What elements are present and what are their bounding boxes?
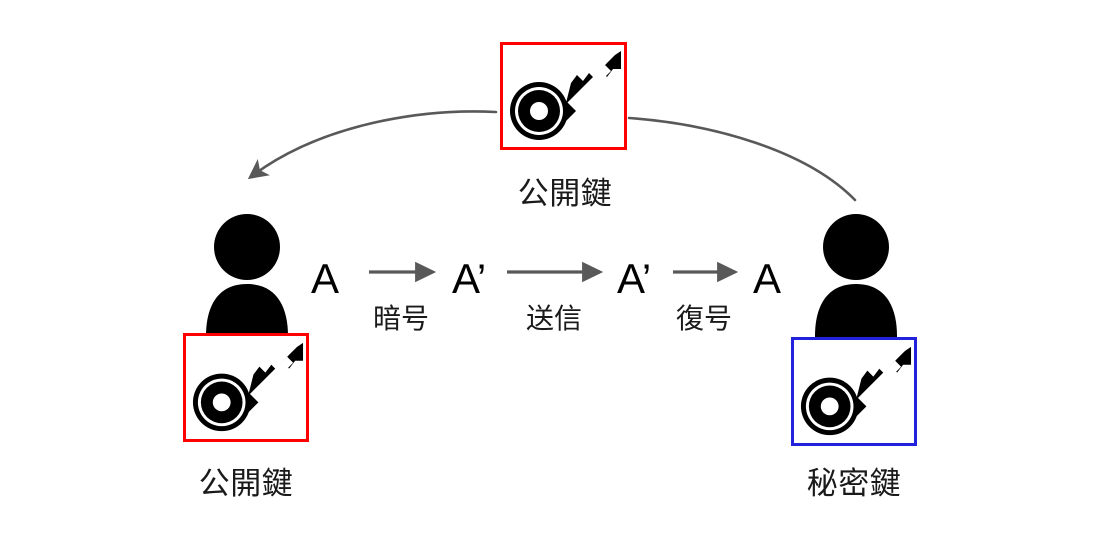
public-key-to-left-curve <box>247 110 498 180</box>
right-private-key-box <box>791 337 917 446</box>
center-public-key-label: 公開鍵 <box>517 176 613 212</box>
left-public-key-box <box>183 333 309 442</box>
key-icon <box>192 342 304 432</box>
key-icon <box>800 346 912 436</box>
flow-letter-cipher-left: A’ <box>452 255 487 302</box>
center-public-key-box <box>500 42 627 150</box>
flow-label-decrypt: 復号 <box>675 302 732 335</box>
flow-letter-plain-left: A <box>311 255 340 302</box>
flow-letter-cipher-right: A’ <box>617 255 652 302</box>
left-person-icon <box>196 212 298 340</box>
flow-letter-plain-right: A <box>753 255 782 302</box>
key-icon <box>510 51 621 140</box>
right-private-key-label: 秘密鍵 <box>806 466 902 502</box>
public-key-to-right-curve <box>627 116 857 202</box>
flow-label-encrypt: 暗号 <box>372 302 429 335</box>
flow-label-transmit: 送信 <box>525 302 582 335</box>
right-person-icon <box>805 212 907 340</box>
left-public-key-label: 公開鍵 <box>198 466 294 502</box>
